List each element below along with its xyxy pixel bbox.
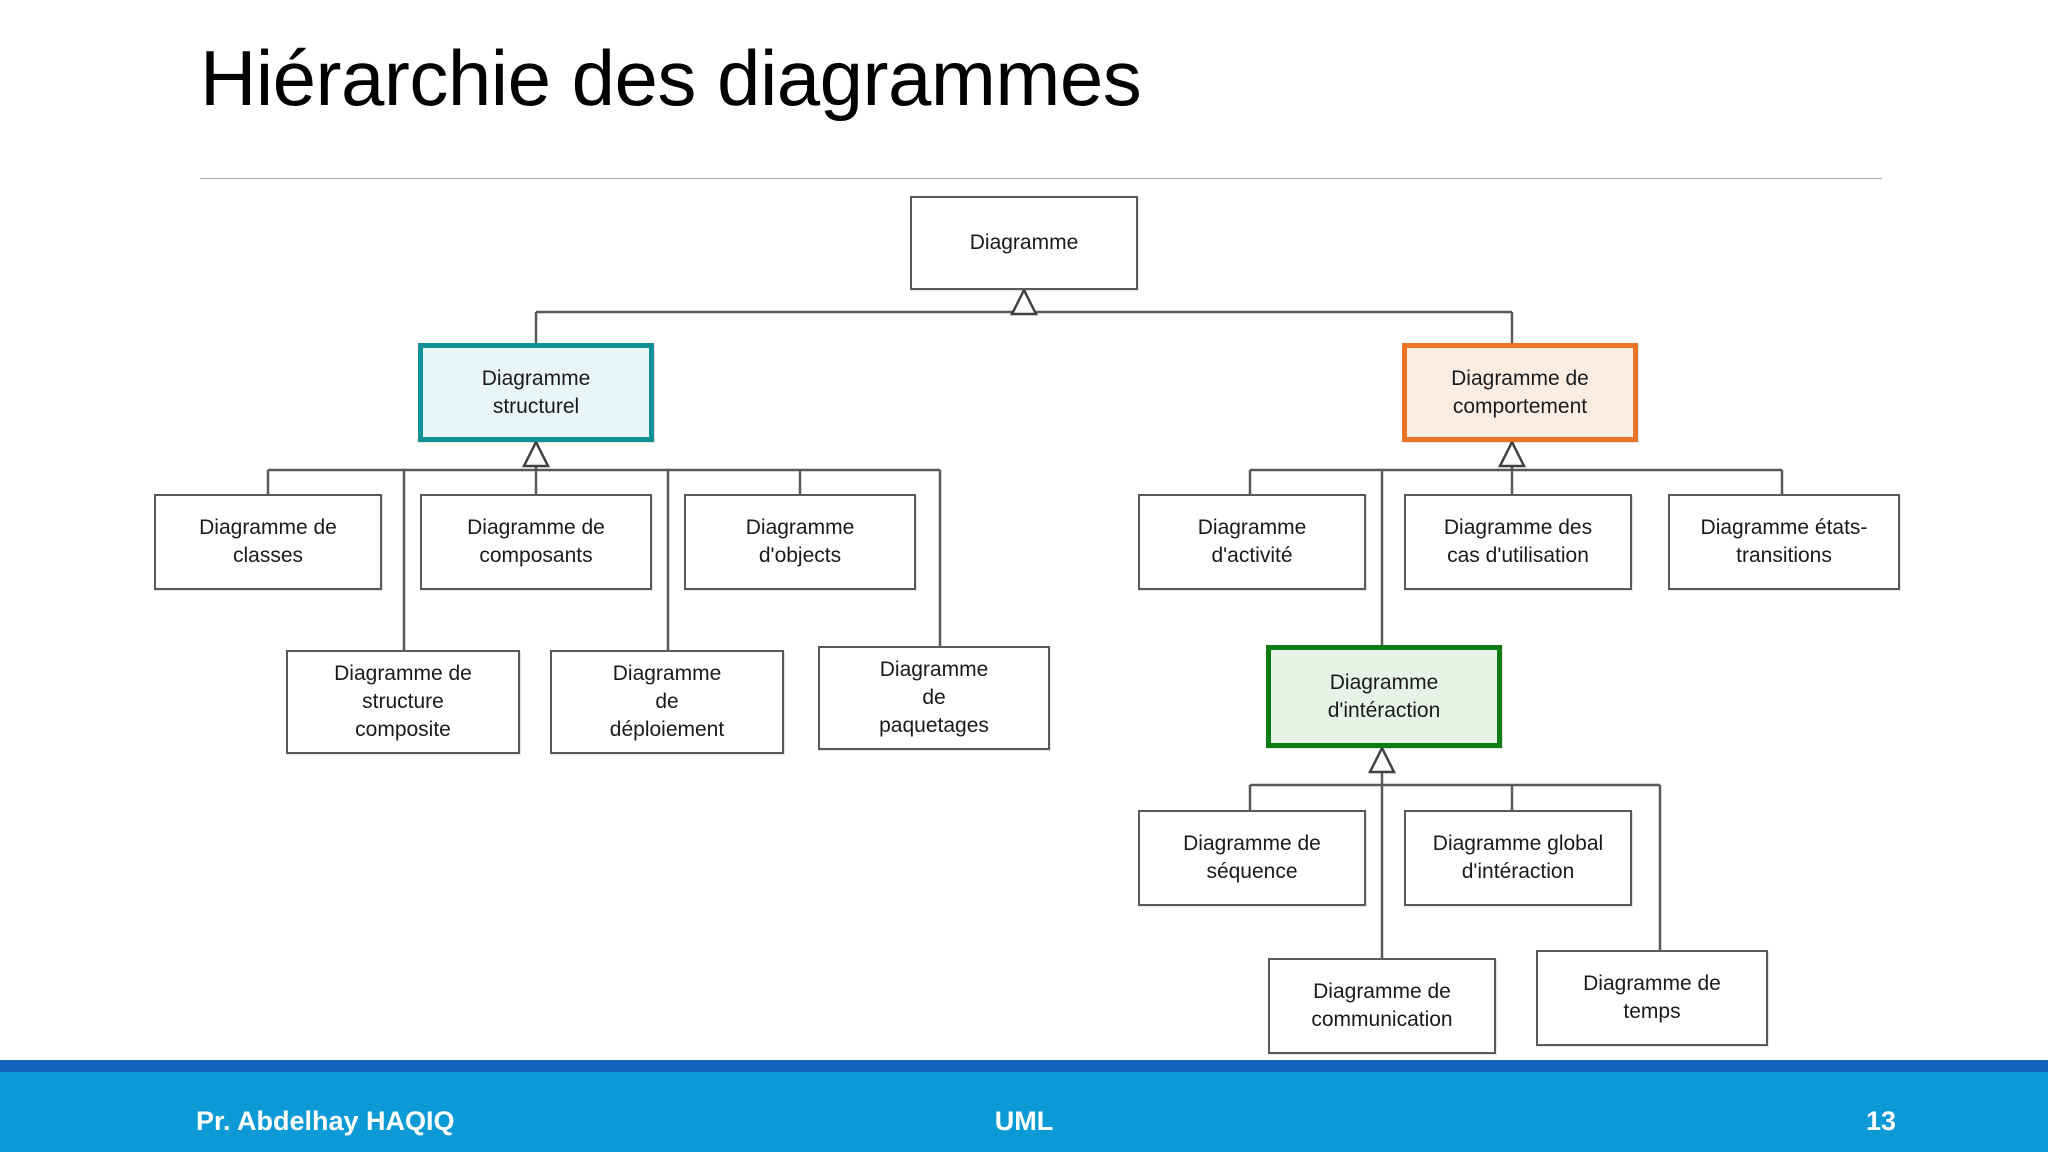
node-diagramme-global-d-interaction[interactable]: Diagramme global d'intéraction [1404, 810, 1632, 906]
node-label: Diagramme des cas d'utilisation [1443, 516, 1593, 567]
node-diagramme-de-temps[interactable]: Diagramme de temps [1536, 950, 1768, 1046]
title-divider [200, 178, 1882, 179]
node-diagramme-de-sequence[interactable]: Diagramme de séquence [1138, 810, 1366, 906]
node-label: Diagramme de paquetages [879, 658, 989, 737]
node-diagramme-etats-transitions[interactable]: Diagramme états- transitions [1668, 494, 1900, 590]
node-diagramme-de-paquetages[interactable]: Diagramme de paquetages [818, 646, 1050, 750]
footer-page-number: 13 [1865, 1106, 1896, 1136]
node-diagramme-d-objects[interactable]: Diagramme d'objects [684, 494, 916, 590]
node-diagramme-des-cas-d-utilisation[interactable]: Diagramme des cas d'utilisation [1404, 494, 1632, 590]
generalization-arrow-structurel [521, 439, 551, 468]
node-label: Diagramme d'intéraction [1327, 670, 1441, 722]
node-diagramme-d-activite[interactable]: Diagramme d'activité [1138, 494, 1366, 590]
slide-footer: Pr. Abdelhay HAQIQ UML 13 [0, 1060, 2048, 1152]
node-label: Diagramme de séquence [1183, 832, 1321, 883]
node-diagramme-de-structure-composite[interactable]: Diagramme de structure composite [286, 650, 520, 754]
node-diagramme-d-interaction[interactable]: Diagramme d'intéraction [1266, 645, 1502, 748]
node-label: Diagramme états- transitions [1700, 516, 1868, 567]
node-diagramme-de-deploiement[interactable]: Diagramme de déploiement [550, 650, 784, 754]
node-diagramme-de-classes[interactable]: Diagramme de classes [154, 494, 382, 590]
node-label: Diagramme structurel [481, 366, 591, 418]
page-title: Hiérarchie des diagrammes [200, 34, 1142, 122]
node-label: Diagramme d'objects [745, 516, 855, 567]
diagram-canvas: Diagramme Diagramme structurel Diagramme… [154, 196, 1900, 1054]
generalization-arrow-interaction [1367, 745, 1397, 774]
node-label: Diagramme d'activité [1197, 516, 1307, 567]
node-label: Diagramme global d'intéraction [1432, 832, 1604, 883]
node-diagramme-comportement[interactable]: Diagramme de comportement [1402, 343, 1638, 442]
node-label: Diagramme de composants [467, 516, 605, 567]
node-diagramme-structurel[interactable]: Diagramme structurel [418, 343, 654, 442]
node-label: Diagramme de comportement [1451, 366, 1589, 418]
node-label: Diagramme de classes [199, 516, 337, 567]
footer-subject: UML [994, 1106, 1054, 1136]
node-label: Diagramme de communication [1311, 980, 1453, 1031]
node-label: Diagramme [969, 231, 1079, 255]
node-label: Diagramme de temps [1583, 972, 1721, 1023]
generalization-arrow-comportement [1497, 439, 1527, 468]
footer-accent-strip [0, 1060, 2048, 1072]
node-diagramme-de-communication[interactable]: Diagramme de communication [1268, 958, 1496, 1054]
node-diagramme-root[interactable]: Diagramme [910, 196, 1138, 290]
node-label: Diagramme de déploiement [609, 662, 725, 741]
footer-author: Pr. Abdelhay HAQIQ [196, 1106, 455, 1136]
node-diagramme-de-composants[interactable]: Diagramme de composants [420, 494, 652, 590]
node-label: Diagramme de structure composite [334, 662, 472, 741]
generalization-arrow-root [1009, 287, 1039, 316]
